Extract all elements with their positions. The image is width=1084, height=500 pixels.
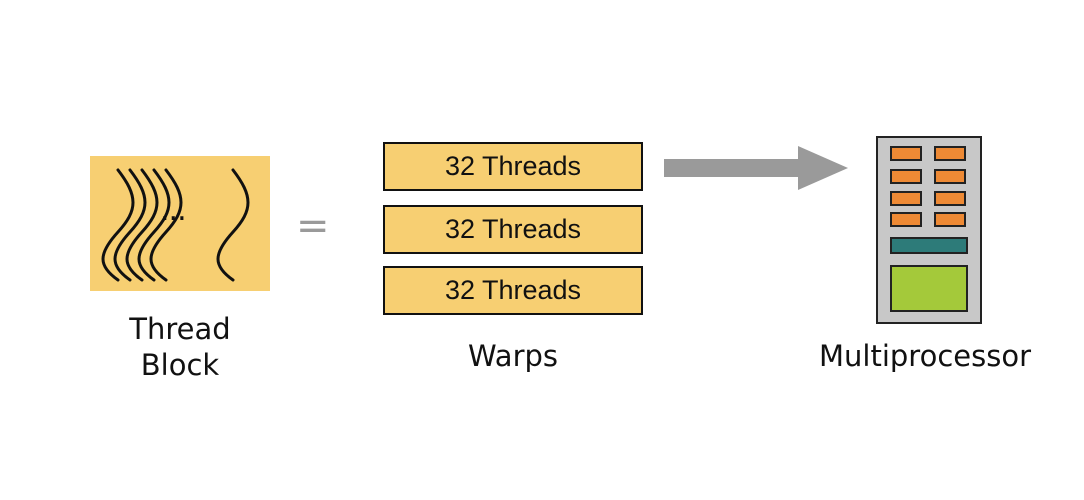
thread-block-label: Thread Block	[100, 311, 260, 383]
mp-core-cell	[934, 212, 966, 227]
mp-core-cell	[934, 146, 966, 161]
thread-squiggle-5	[149, 168, 183, 282]
mp-core-cell	[890, 146, 922, 161]
thread-squiggle-1	[101, 168, 135, 282]
mp-core-cell	[890, 212, 922, 227]
equals-sign: =	[296, 203, 330, 249]
mp-core-cell	[890, 169, 922, 184]
mp-core-cell	[934, 191, 966, 206]
thread-ellipsis: ...	[160, 193, 187, 228]
thread-squiggle-2	[113, 168, 147, 282]
warps-label: Warps	[467, 339, 559, 373]
warp-box: 32 Threads	[383, 266, 643, 315]
mp-shared-memory	[890, 265, 968, 312]
mp-control-bar	[890, 237, 968, 254]
thread-block-label-line1: Thread	[129, 312, 231, 346]
thread-squiggles	[101, 168, 250, 282]
thread-block-label-line2: Block	[140, 348, 220, 382]
thread-squiggle-last	[216, 168, 250, 282]
mp-core-cell	[934, 169, 966, 184]
warp-box: 32 Threads	[383, 142, 643, 191]
mp-core-cell	[890, 191, 922, 206]
thread-squiggle-4	[137, 168, 171, 282]
multiprocessor-icon	[876, 136, 982, 324]
thread-block-box	[90, 156, 270, 291]
thread-squiggle-3	[125, 168, 159, 282]
arrow-right-icon	[664, 146, 848, 190]
warp-box: 32 Threads	[383, 205, 643, 254]
multiprocessor-label: Multiprocessor	[819, 339, 1031, 373]
